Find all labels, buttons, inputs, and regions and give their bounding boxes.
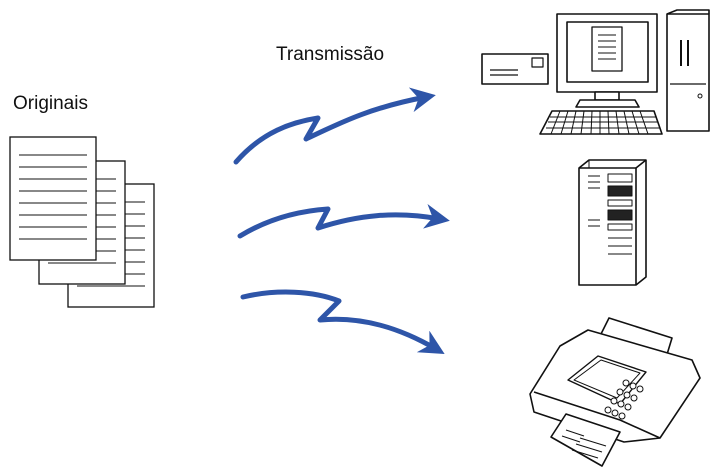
transmission-label: Transmissão bbox=[276, 44, 385, 65]
server-icon bbox=[578, 159, 647, 286]
fax-machine-icon bbox=[529, 317, 701, 467]
arrow-to-fax bbox=[240, 289, 445, 355]
arrow-to-server bbox=[237, 204, 450, 239]
keyboard-icon bbox=[539, 110, 663, 135]
monitor-icon bbox=[556, 13, 658, 108]
arrow-to-computer bbox=[233, 87, 436, 165]
stacked-documents-icon bbox=[9, 136, 155, 308]
computer-email-icon bbox=[481, 9, 710, 135]
computer-tower-icon bbox=[666, 9, 710, 132]
document-front bbox=[9, 136, 97, 261]
fax-output-paper bbox=[550, 413, 621, 467]
envelope-icon bbox=[481, 53, 549, 85]
originals-label: Originais bbox=[13, 93, 88, 114]
